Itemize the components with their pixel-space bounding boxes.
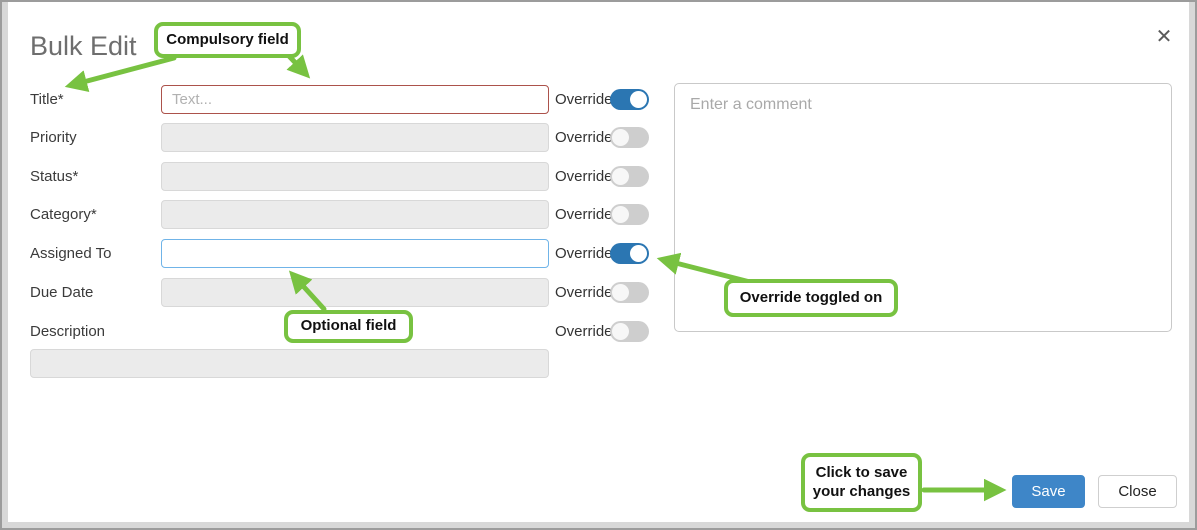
override-label: Override	[555, 91, 613, 108]
category-input	[161, 200, 549, 229]
due-date-input	[161, 278, 549, 307]
override-toggle-description[interactable]	[610, 321, 649, 342]
override-label: Override	[555, 284, 613, 301]
override-toggle-assigned-to[interactable]	[610, 243, 649, 264]
toggle-knob	[630, 91, 647, 108]
form-row-assigned-to: Assigned To Override	[2, 239, 1195, 268]
override-label: Override	[555, 206, 613, 223]
toggle-knob	[612, 129, 629, 146]
override-toggle-title[interactable]	[610, 89, 649, 110]
annotation-click-to-save: Click to save your changes	[801, 453, 922, 512]
override-label: Override	[555, 168, 613, 185]
override-toggle-category[interactable]	[610, 204, 649, 225]
field-label-due-date: Due Date	[30, 284, 94, 301]
annotation-save-line1: Click to save	[815, 463, 908, 481]
status-input	[161, 162, 549, 191]
dialog-title: Bulk Edit	[30, 31, 137, 61]
close-button[interactable]: Close	[1098, 475, 1177, 508]
field-label-category: Category*	[30, 206, 97, 223]
field-label-description: Description	[30, 323, 106, 340]
annotation-save-line2: your changes	[812, 482, 911, 500]
override-toggle-due-date[interactable]	[610, 282, 649, 303]
form-row-title: Title* Override	[2, 85, 1195, 114]
close-icon[interactable]: ✕	[1155, 25, 1173, 48]
override-toggle-priority[interactable]	[610, 127, 649, 148]
toggle-knob	[630, 245, 647, 262]
annotation-compulsory-field: Compulsory field	[154, 22, 301, 58]
field-label-assigned-to: Assigned To	[30, 245, 112, 262]
toggle-knob	[612, 206, 629, 223]
annotation-override-toggled-on: Override toggled on	[724, 279, 898, 317]
toggle-knob	[612, 168, 629, 185]
form-row-due-date: Due Date Override	[2, 278, 1195, 307]
form-row-status: Status* Override	[2, 162, 1195, 191]
priority-input	[161, 123, 549, 152]
field-label-title: Title*	[30, 91, 64, 108]
toggle-knob	[612, 284, 629, 301]
field-label-status: Status*	[30, 168, 79, 185]
title-input[interactable]	[161, 85, 549, 114]
description-input	[30, 349, 549, 378]
override-toggle-status[interactable]	[610, 166, 649, 187]
form-row-description: Description Override	[2, 317, 1195, 346]
form-row-category: Category* Override	[2, 200, 1195, 229]
form-row-priority: Priority Override	[2, 123, 1195, 152]
override-label: Override	[555, 129, 613, 146]
field-label-priority: Priority	[30, 129, 77, 146]
override-label: Override	[555, 323, 613, 340]
override-label: Override	[555, 245, 613, 262]
save-button[interactable]: Save	[1012, 475, 1085, 508]
toggle-knob	[612, 323, 629, 340]
annotation-optional-field: Optional field	[284, 310, 413, 343]
assigned-to-input[interactable]	[161, 239, 549, 268]
